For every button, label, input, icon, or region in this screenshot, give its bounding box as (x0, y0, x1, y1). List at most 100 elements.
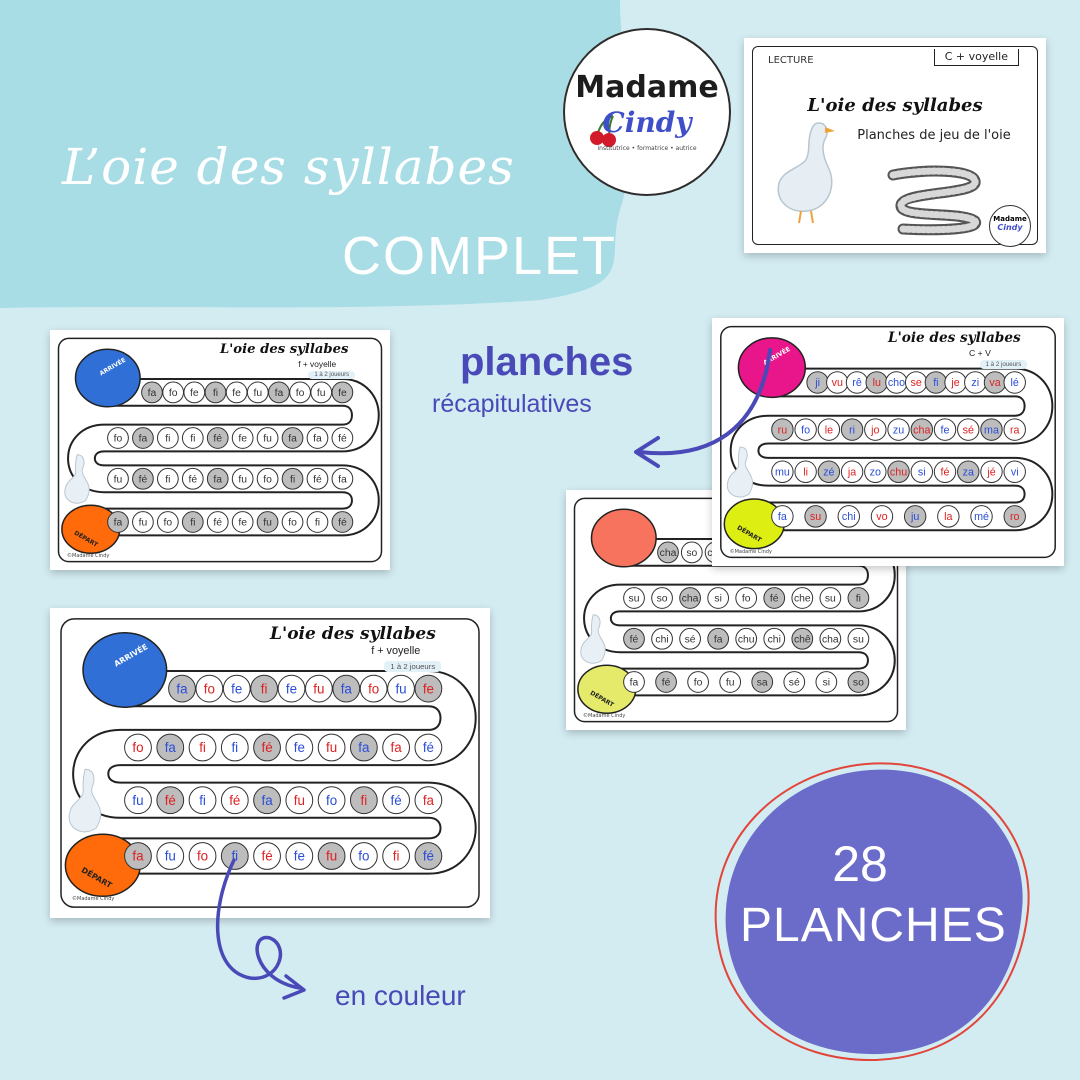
board-cell-label: fi (190, 434, 195, 445)
logo-madame: Madame (575, 70, 719, 105)
board-cell (206, 427, 229, 449)
board-cell (837, 505, 860, 528)
board-cell-label: fa (391, 740, 403, 755)
board-cell (817, 460, 841, 483)
cover-subtitle: Planches de jeu de l'oie (857, 128, 1011, 143)
board-cell (156, 467, 179, 490)
board-cell-label: fé (662, 678, 671, 689)
board-cell-label: fé (391, 793, 402, 808)
board-cell (794, 418, 817, 441)
board-cell (387, 674, 415, 703)
board-cell-label: fe (338, 388, 347, 399)
sheet-copyright: ©Madame Cindy (583, 713, 626, 720)
cover-snake-path (887, 165, 982, 236)
board-cell (231, 467, 254, 490)
board-cell-label: fi (231, 849, 238, 864)
cover-card: LECTURE C + voyelle L'oie des syllabes P… (744, 38, 1046, 253)
board-cell (623, 671, 645, 693)
board-cell (188, 842, 217, 870)
board-cell (864, 418, 887, 441)
board-cell (847, 627, 870, 650)
board-cell (655, 671, 677, 693)
board-cell (1003, 460, 1026, 483)
board-cell-label: cha (660, 548, 677, 559)
board-cell-label: fé (261, 849, 272, 864)
arrivee-disc (590, 508, 657, 568)
board-cell-label: su (629, 594, 640, 605)
board-cell (791, 627, 814, 650)
board-cell-label: ro (1010, 511, 1020, 523)
board-cell (156, 842, 185, 870)
board-cell-label: so (686, 548, 697, 559)
board-cell-label: fo (204, 681, 215, 696)
board-cell (680, 541, 703, 564)
board-cell (253, 733, 281, 762)
board-cell (256, 511, 279, 533)
board-cell (285, 733, 314, 762)
board-cell (306, 511, 329, 533)
board-cell-label: fe (423, 681, 434, 696)
board-cell-label: fu (263, 518, 272, 529)
board-cell (231, 511, 254, 533)
board-cell-label: fi (165, 434, 170, 445)
board-cell-label: fu (114, 474, 123, 485)
board-cell (819, 587, 842, 609)
board-cell-label: fa (132, 849, 144, 864)
board-cell (933, 460, 957, 483)
board-cell-label: fo (114, 434, 123, 445)
board-cell (382, 786, 411, 815)
board-cell (107, 427, 129, 449)
board-cell (864, 460, 887, 483)
board-cell-label: lé (1011, 377, 1019, 389)
board-cell-label: fa (778, 511, 787, 523)
board-cell (933, 418, 957, 441)
board-cell-label: chi (842, 511, 856, 523)
board-cell (735, 587, 758, 609)
board-cell-label: vi (1011, 467, 1019, 479)
arrivee-disc (737, 337, 807, 399)
board-cell-label: fa (176, 681, 188, 696)
board-cell-label: fi (165, 474, 170, 485)
board-cell-label: fo (801, 424, 810, 436)
board-cell (651, 587, 673, 609)
board-cell (771, 418, 794, 441)
board-cell-label: fu (132, 793, 143, 808)
cherry-icon (590, 115, 616, 147)
board-cell-label: fe (232, 388, 241, 399)
board-cell (220, 733, 249, 762)
board-cell (783, 671, 806, 693)
label-planches: planches (460, 340, 634, 384)
sheet-title: L'oie des syllabes (888, 330, 1021, 347)
board-cell-label: fu (253, 388, 262, 399)
brand-logo: Madame Cindy institutrice • formatrice •… (563, 28, 731, 196)
board-cell-label: fu (139, 518, 148, 529)
sheet-players: 1 à 2 joueurs (979, 360, 1028, 370)
board-cell-label: fu (326, 849, 337, 864)
board-cell (331, 427, 354, 449)
board-cell-label: se (911, 377, 922, 389)
board-cell-label: che (794, 594, 811, 605)
board-cell (382, 842, 411, 870)
board-cell-label: la (944, 511, 952, 523)
board-cell (887, 418, 910, 441)
board-cell-label: fa (423, 793, 435, 808)
board-cell-label: jo (870, 424, 879, 436)
board-cell (382, 733, 411, 762)
board-cell-label: fo (296, 388, 305, 399)
board-cell-label: fa (338, 474, 347, 485)
cover-tag: C + voyelle (933, 49, 1019, 66)
board-cell-label: fu (313, 681, 324, 696)
board-cell-label: fé (770, 594, 779, 605)
board-cell (107, 511, 129, 533)
board-cell-label: cha (913, 424, 930, 436)
board-cell (181, 467, 204, 490)
sheet-title: L'oie des syllabes (270, 623, 436, 644)
board-cell (817, 418, 841, 441)
sheet-subtitle: f + voyelle (371, 645, 421, 658)
board-cell (231, 427, 254, 449)
board-cell (980, 418, 1003, 441)
board-cell-label: fi (199, 793, 206, 808)
